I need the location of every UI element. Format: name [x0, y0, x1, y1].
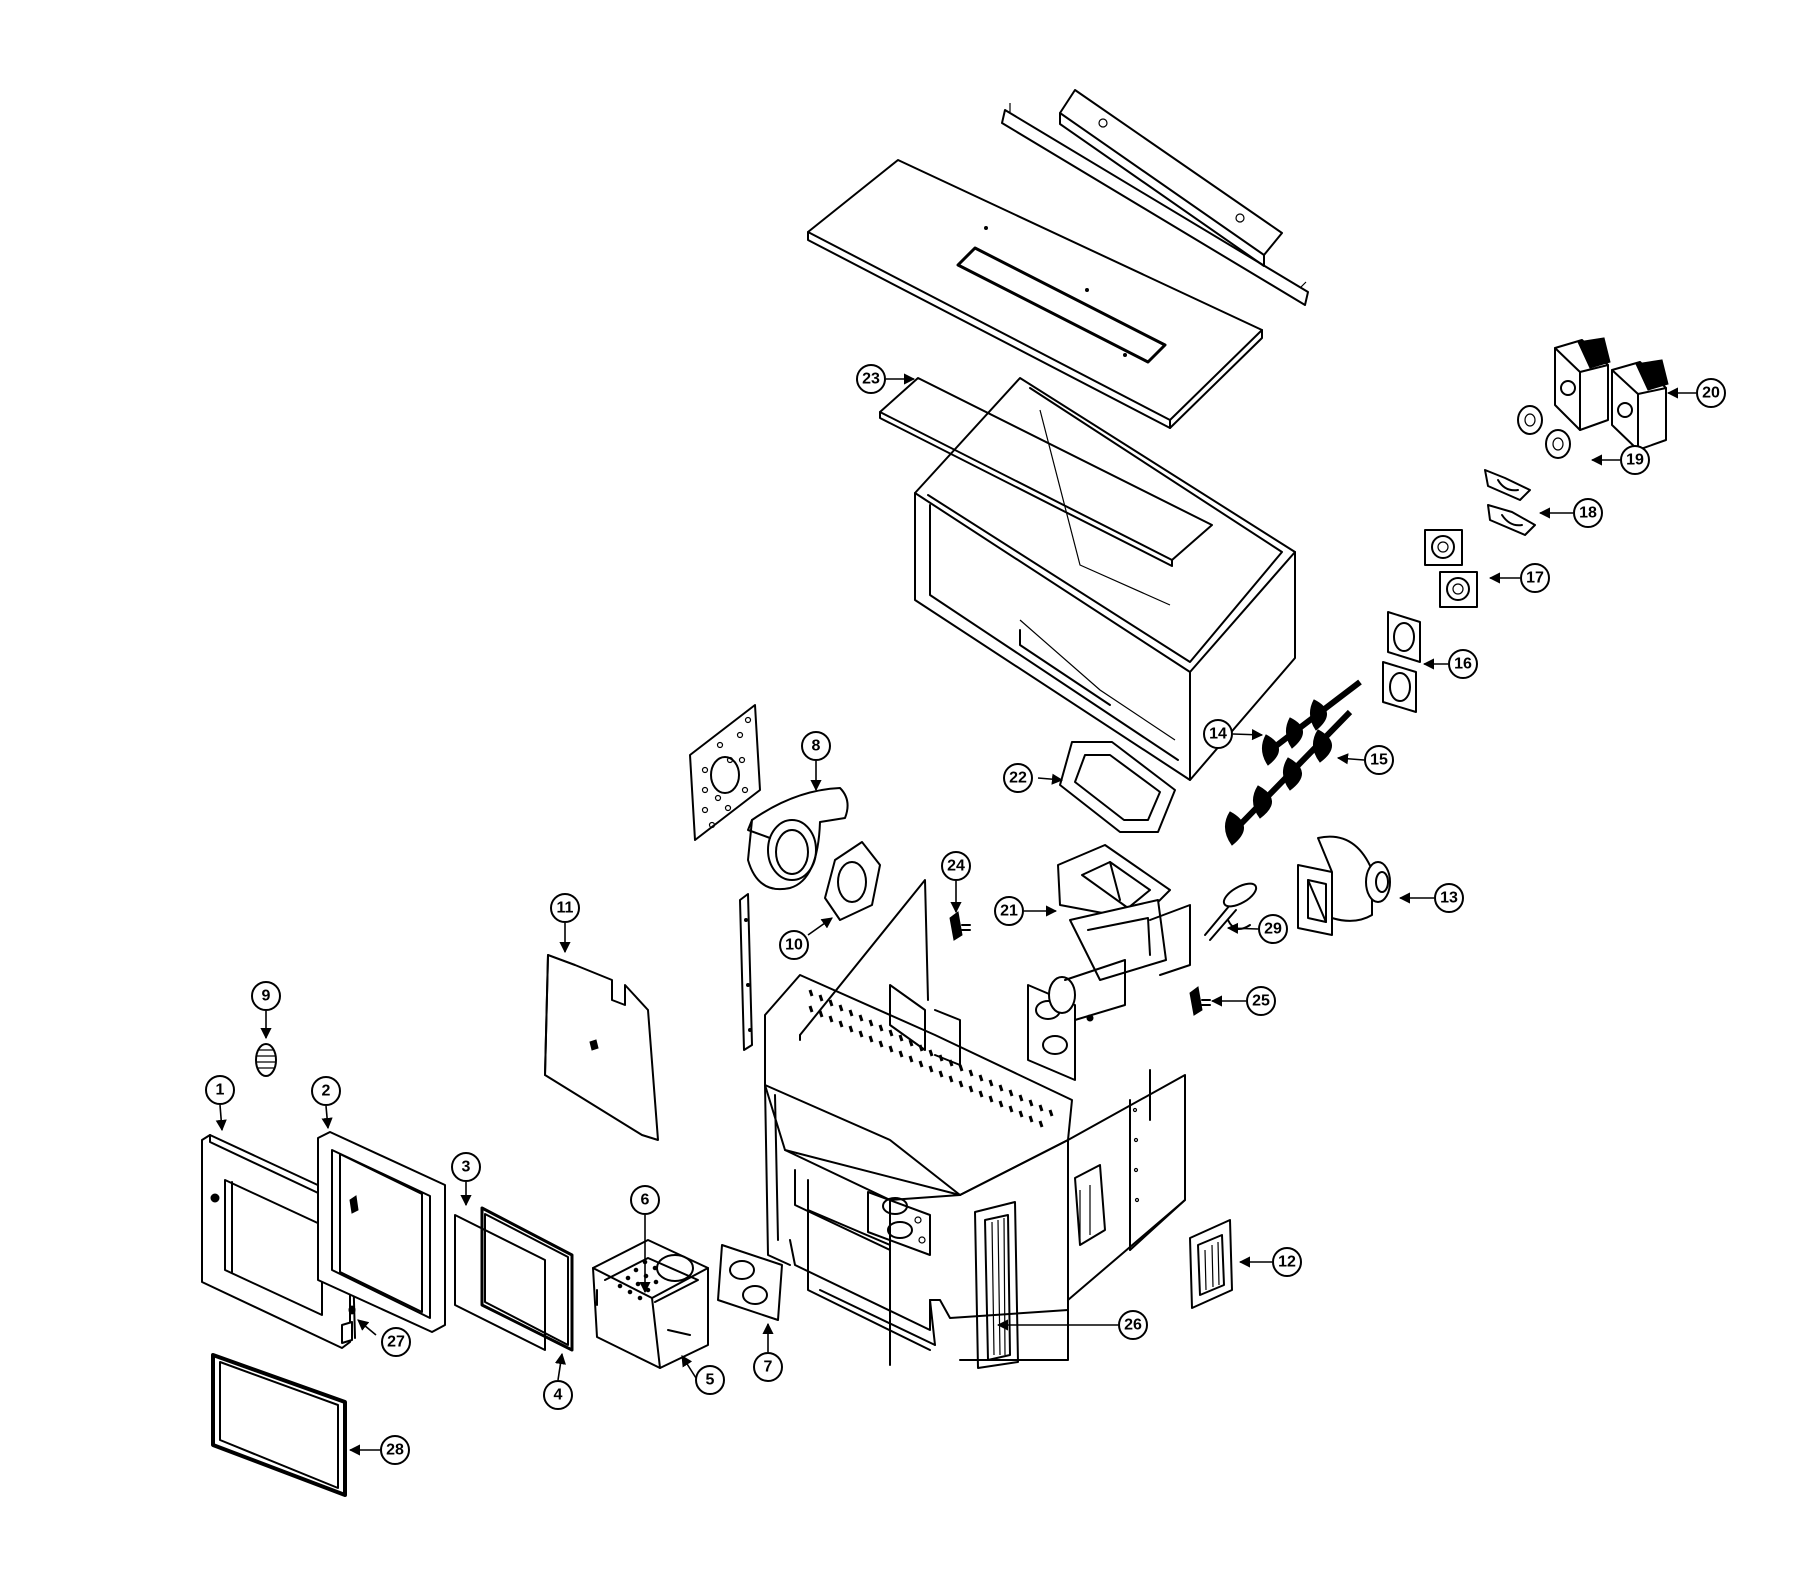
part-hopper-body — [914, 377, 1296, 781]
callout-15: 15 — [1364, 745, 1394, 775]
svg-text:3: 3 — [462, 1159, 471, 1176]
part-air-grille-12 — [1189, 1219, 1233, 1309]
callout-1: 1 — [205, 1075, 235, 1105]
svg-text:5: 5 — [706, 1372, 715, 1389]
callout-26: 26 — [1118, 1310, 1148, 1340]
part-switch-24 — [949, 911, 971, 941]
part-bearing-plates — [1424, 529, 1478, 608]
part-auger-gaskets — [1382, 611, 1421, 713]
callout-22: 22 — [1003, 763, 1033, 793]
svg-text:6: 6 — [641, 1192, 650, 1209]
callout-6: 6 — [630, 1185, 660, 1215]
callout-3: 3 — [451, 1152, 481, 1182]
part-perforated-plate — [689, 704, 761, 841]
part-stove-vent-slots — [808, 989, 1054, 1128]
part-heat-shield — [544, 954, 659, 1141]
part-glass-gasket — [480, 1206, 574, 1352]
callout-25: 25 — [1246, 986, 1276, 1016]
callout-21: 21 — [994, 896, 1024, 926]
part-hopper-top-rail — [1001, 103, 1309, 306]
callout-7: 7 — [753, 1352, 783, 1382]
svg-text:13: 13 — [1440, 890, 1458, 907]
part-switch-25 — [1189, 986, 1211, 1016]
callout-27: 27 — [381, 1327, 411, 1357]
callout-12: 12 — [1272, 1247, 1302, 1277]
part-feed-assembly — [1027, 844, 1191, 1081]
svg-text:18: 18 — [1579, 505, 1597, 522]
part-door-glass — [454, 1214, 546, 1351]
svg-text:14: 14 — [1209, 726, 1227, 743]
callout-20: 20 — [1696, 378, 1726, 408]
part-hopper-gasket — [1059, 741, 1176, 833]
svg-text:4: 4 — [554, 1387, 563, 1404]
callout-4: 4 — [543, 1380, 573, 1410]
part-exhaust-housing — [747, 787, 849, 891]
callout-10: 10 — [779, 930, 809, 960]
svg-text:22: 22 — [1009, 770, 1027, 787]
part-combustion-blower — [1297, 835, 1391, 936]
svg-text:9: 9 — [262, 988, 271, 1005]
svg-text:20: 20 — [1702, 385, 1720, 402]
callout-13: 13 — [1434, 883, 1464, 913]
svg-text:23: 23 — [862, 371, 880, 388]
callout-11: 11 — [550, 893, 580, 923]
svg-text:12: 12 — [1278, 1254, 1296, 1271]
part-side-grille — [974, 1201, 1019, 1369]
svg-text:2: 2 — [322, 1083, 331, 1100]
part-igniter — [1204, 882, 1258, 941]
callout-29: 29 — [1258, 914, 1288, 944]
callout-19: 19 — [1620, 445, 1650, 475]
svg-text:29: 29 — [1264, 921, 1282, 938]
svg-text:1: 1 — [216, 1082, 225, 1099]
part-exhaust-gasket — [824, 841, 881, 921]
callout-23: 23 — [856, 364, 886, 394]
svg-text:27: 27 — [387, 1334, 405, 1351]
part-door-frame — [317, 1131, 446, 1333]
leader-lines — [215, 373, 1696, 1456]
callout-24: 24 — [941, 851, 971, 881]
callout-28: 28 — [380, 1435, 410, 1465]
svg-text:25: 25 — [1252, 993, 1270, 1010]
svg-text:17: 17 — [1526, 570, 1544, 587]
part-brackets — [1484, 469, 1536, 536]
part-hopper-lid-gasket — [879, 377, 1213, 567]
svg-text:16: 16 — [1454, 656, 1472, 673]
part-stove-body — [764, 879, 1186, 1366]
part-door-knob — [255, 1043, 277, 1077]
svg-text:24: 24 — [947, 858, 965, 875]
part-burn-pot-gasket — [717, 1244, 783, 1321]
callout-8: 8 — [801, 731, 831, 761]
svg-text:26: 26 — [1124, 1317, 1142, 1334]
part-bushings — [1517, 405, 1571, 459]
callout-14: 14 — [1203, 719, 1233, 749]
svg-text:10: 10 — [785, 937, 803, 954]
part-side-bracket — [739, 893, 753, 1051]
part-burn-pot — [592, 1239, 709, 1369]
svg-text:19: 19 — [1626, 452, 1644, 469]
part-auger-motors — [1554, 337, 1669, 451]
svg-text:7: 7 — [764, 1359, 773, 1376]
callout-2: 2 — [311, 1076, 341, 1106]
callout-16: 16 — [1448, 649, 1478, 679]
part-augers — [1225, 679, 1362, 846]
callout-9: 9 — [251, 981, 281, 1011]
part-door — [201, 1134, 351, 1349]
callout-17: 17 — [1520, 563, 1550, 593]
part-door-gasket — [211, 1353, 347, 1497]
svg-text:15: 15 — [1370, 752, 1388, 769]
part-hopper-top-trim — [1059, 89, 1283, 267]
part-hopper-lid — [807, 159, 1263, 429]
part-control-panel — [867, 1191, 931, 1256]
svg-text:11: 11 — [557, 900, 574, 917]
svg-text:21: 21 — [1000, 903, 1018, 920]
svg-text:8: 8 — [812, 738, 821, 755]
svg-text:28: 28 — [386, 1442, 404, 1459]
callout-5: 5 — [695, 1365, 725, 1395]
callout-18: 18 — [1573, 498, 1603, 528]
